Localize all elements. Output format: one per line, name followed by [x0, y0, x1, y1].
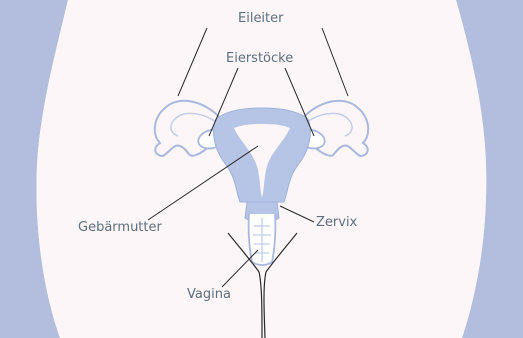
label-eileiter: Eileiter — [238, 12, 284, 25]
label-vagina: Vagina — [187, 288, 231, 301]
label-eierstoecke: Eierstöcke — [226, 52, 293, 65]
label-zervix: Zervix — [316, 216, 357, 229]
label-gebaermutter: Gebärmutter — [78, 221, 162, 234]
